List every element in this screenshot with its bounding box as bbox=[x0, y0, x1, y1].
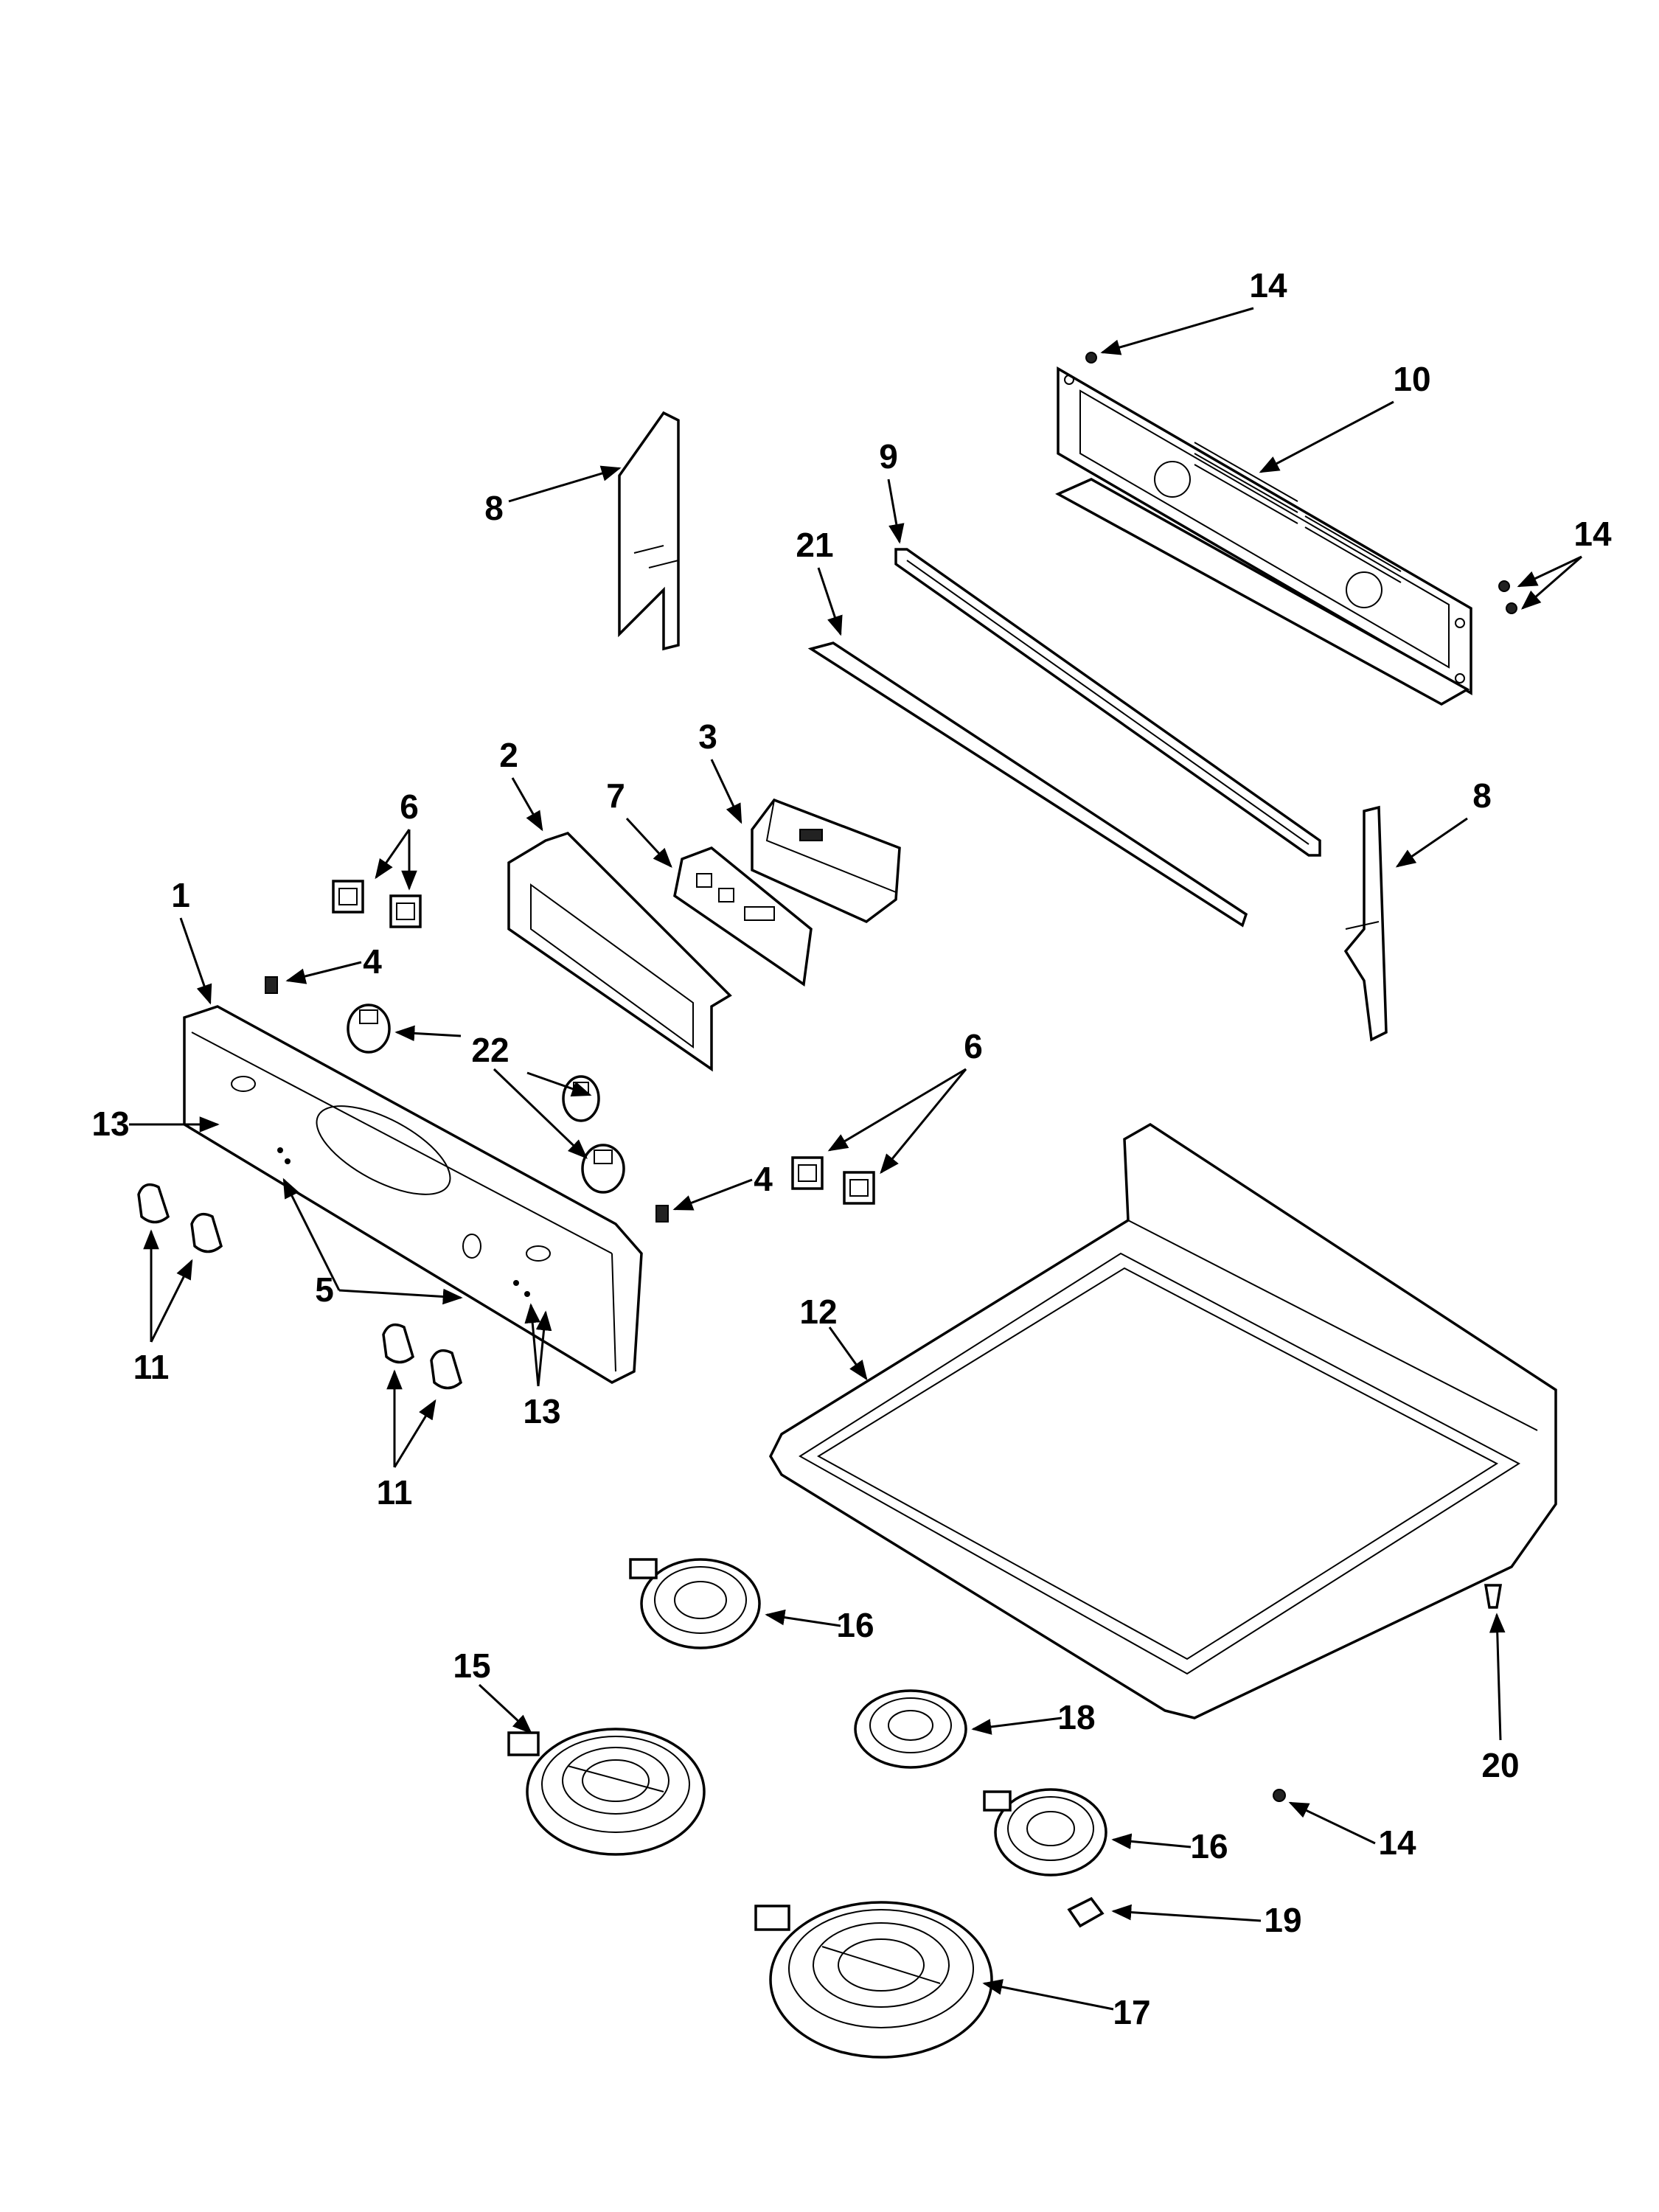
part-end-cap-right bbox=[1343, 805, 1388, 1042]
part-indicator-upper bbox=[265, 976, 278, 994]
callout-1: 1 bbox=[171, 876, 190, 914]
part-indicator-lower bbox=[655, 1205, 669, 1222]
part-coil-element-15 bbox=[507, 1728, 706, 1856]
part-screw-top bbox=[1085, 352, 1097, 364]
part-cooktop bbox=[769, 1122, 1557, 1719]
callout-16-upper: 16 bbox=[836, 1606, 874, 1644]
callout-17: 17 bbox=[1113, 1993, 1150, 2031]
part-coil-element-17 bbox=[754, 1901, 993, 2059]
part-radiant-element-16b bbox=[983, 1788, 1107, 1877]
callout-4-upper: 4 bbox=[363, 942, 382, 981]
callout-13-left: 13 bbox=[91, 1105, 129, 1143]
callout-3: 3 bbox=[698, 717, 717, 756]
callout-10: 10 bbox=[1393, 360, 1430, 398]
part-knob-3 bbox=[382, 1323, 415, 1364]
callout-4-lower: 4 bbox=[754, 1160, 773, 1198]
callout-11-left: 11 bbox=[133, 1348, 170, 1386]
callout-12: 12 bbox=[799, 1293, 837, 1331]
part-rotary-switch-a bbox=[347, 1004, 391, 1054]
part-switch-lower-right bbox=[843, 1171, 875, 1205]
part-knob-2 bbox=[190, 1212, 223, 1253]
callout-8-left: 8 bbox=[484, 489, 504, 527]
callout-15: 15 bbox=[453, 1646, 490, 1685]
callout-5: 5 bbox=[315, 1270, 334, 1309]
part-knob-4 bbox=[430, 1349, 463, 1390]
part-control-panel bbox=[183, 1005, 643, 1384]
part-back-panel bbox=[1055, 366, 1472, 706]
callout-9: 9 bbox=[879, 437, 898, 476]
part-bumper bbox=[1484, 1584, 1503, 1609]
callout-19: 19 bbox=[1264, 1901, 1301, 1939]
callout-14-right: 14 bbox=[1573, 515, 1612, 553]
part-trim-strip bbox=[894, 548, 1321, 857]
part-rotary-switch-b bbox=[562, 1075, 600, 1122]
callout-18: 18 bbox=[1057, 1698, 1095, 1736]
callout-6-lower: 6 bbox=[964, 1027, 983, 1065]
part-radiant-element-16a bbox=[629, 1558, 761, 1649]
leader-lines bbox=[129, 307, 1582, 2011]
part-display-bezel bbox=[507, 831, 732, 1072]
part-rail bbox=[807, 641, 1248, 928]
part-knob-1 bbox=[137, 1183, 170, 1224]
part-screw-right-1 bbox=[1498, 580, 1510, 592]
callout-11-right: 11 bbox=[377, 1473, 413, 1512]
callout-14-top: 14 bbox=[1249, 266, 1287, 305]
part-membrane bbox=[673, 846, 813, 987]
part-screw-right-2 bbox=[1506, 602, 1517, 614]
part-switch-upper-left bbox=[332, 880, 364, 914]
callout-22: 22 bbox=[471, 1031, 509, 1069]
callout-2: 2 bbox=[499, 736, 518, 774]
callout-16-lower: 16 bbox=[1190, 1827, 1228, 1865]
callout-labels: 14 10 14 9 21 8 8 2 3 7 6 6 1 4 4 22 13 … bbox=[91, 266, 1612, 2031]
callout-13-right: 13 bbox=[523, 1392, 560, 1430]
part-clip bbox=[1067, 1896, 1105, 1928]
callout-20: 20 bbox=[1481, 1746, 1519, 1784]
callout-21: 21 bbox=[796, 526, 833, 564]
callout-7: 7 bbox=[606, 776, 625, 815]
part-switch-upper-right bbox=[389, 894, 422, 928]
part-control-board bbox=[751, 798, 901, 924]
callout-6-upper: 6 bbox=[400, 787, 419, 826]
callout-14-bottom: 14 bbox=[1378, 1823, 1416, 1862]
part-screw-bottom bbox=[1273, 1789, 1286, 1802]
part-end-cap-left bbox=[618, 411, 680, 651]
part-radiant-element-18 bbox=[854, 1689, 967, 1769]
part-rotary-switch-c bbox=[581, 1144, 625, 1194]
callout-8-right: 8 bbox=[1472, 776, 1492, 815]
part-switch-lower-left bbox=[791, 1156, 824, 1190]
